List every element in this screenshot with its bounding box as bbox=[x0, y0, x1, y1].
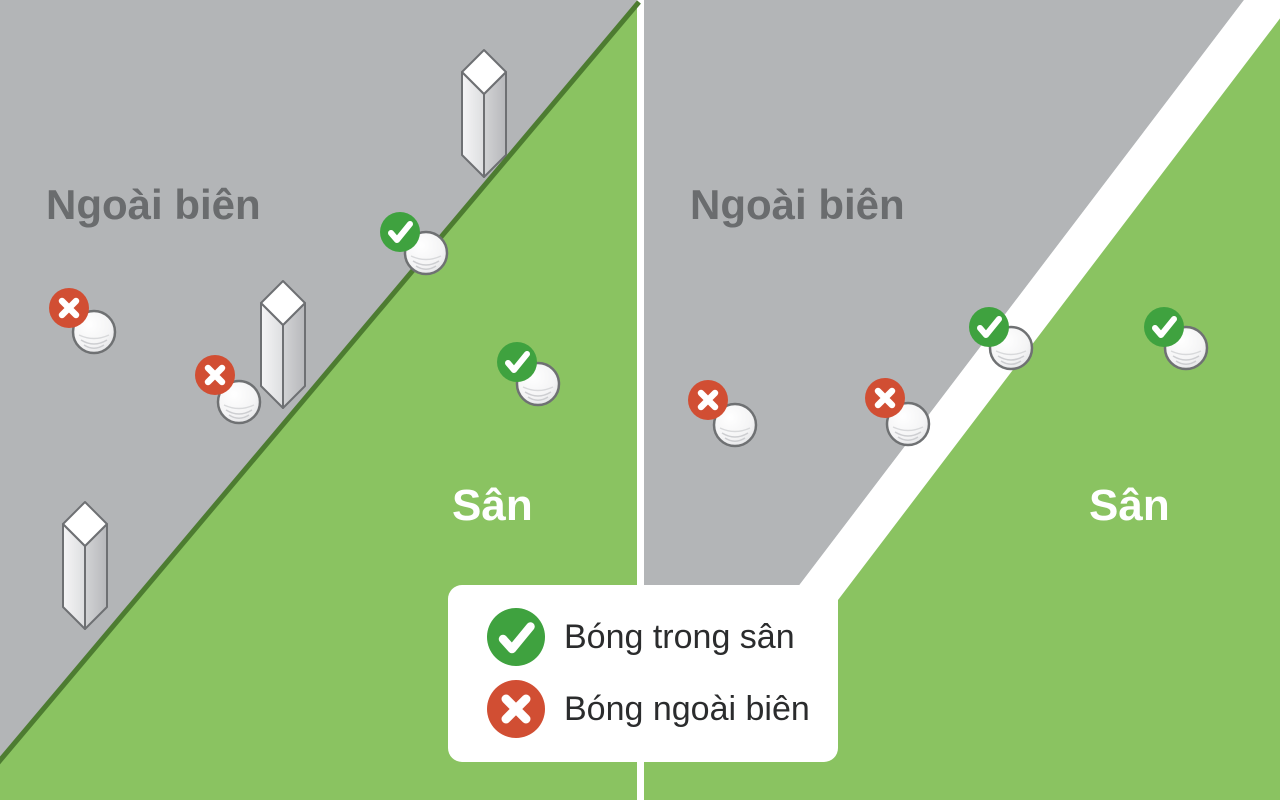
out-of-bounds-area-right bbox=[644, 0, 1244, 710]
ball-marker-out-of-bounds bbox=[195, 355, 262, 425]
golf-ball bbox=[216, 379, 262, 425]
boundary-stake-icon bbox=[62, 501, 108, 630]
markers-and-stakes-layer bbox=[49, 49, 1209, 630]
boundary-stake-icon bbox=[461, 49, 507, 178]
legend-row-out-of-bounds: Bóng ngoài biên bbox=[487, 680, 838, 738]
ball-marker-out-of-bounds bbox=[865, 378, 931, 447]
in-bounds-label-right: Sân bbox=[1089, 481, 1170, 530]
x-badge-icon bbox=[688, 380, 728, 420]
ball-marker-in-bounds bbox=[969, 307, 1034, 371]
check-badge-icon bbox=[969, 307, 1009, 347]
legend-label-in-bounds: Bóng trong sân bbox=[564, 617, 795, 656]
legend-box: Bóng trong sân Bóng ngoài biên bbox=[448, 585, 838, 762]
x-badge-icon bbox=[865, 378, 905, 418]
out-of-bounds-label-right: Ngoài biên bbox=[690, 181, 905, 228]
in-bounds-area-right bbox=[644, 0, 1280, 800]
golf-ball bbox=[988, 325, 1034, 371]
check-badge-icon bbox=[380, 212, 420, 252]
in-bounds-label-left: Sân bbox=[452, 481, 533, 530]
boundary-white-line bbox=[788, 0, 1280, 600]
legend-row-in-bounds: Bóng trong sân bbox=[487, 608, 838, 666]
ball-marker-in-bounds bbox=[497, 342, 561, 407]
golf-ball bbox=[712, 402, 758, 448]
check-badge-icon bbox=[497, 342, 537, 382]
ball-marker-out-of-bounds bbox=[688, 380, 758, 448]
boundary-edge-line bbox=[0, 0, 641, 765]
check-circle-icon bbox=[487, 608, 545, 666]
ball-marker-out-of-bounds bbox=[49, 288, 117, 355]
check-badge-icon bbox=[1144, 307, 1184, 347]
out-of-bounds-label-left: Ngoài biên bbox=[46, 181, 261, 228]
x-badge-icon bbox=[49, 288, 89, 328]
x-circle-icon bbox=[487, 680, 545, 738]
ball-marker-in-bounds bbox=[1144, 307, 1209, 371]
legend-label-out-of-bounds: Bóng ngoài biên bbox=[564, 689, 810, 728]
ball-marker-in-bounds bbox=[380, 212, 449, 276]
boundary-stake-icon bbox=[260, 280, 306, 409]
x-badge-icon bbox=[195, 355, 235, 395]
